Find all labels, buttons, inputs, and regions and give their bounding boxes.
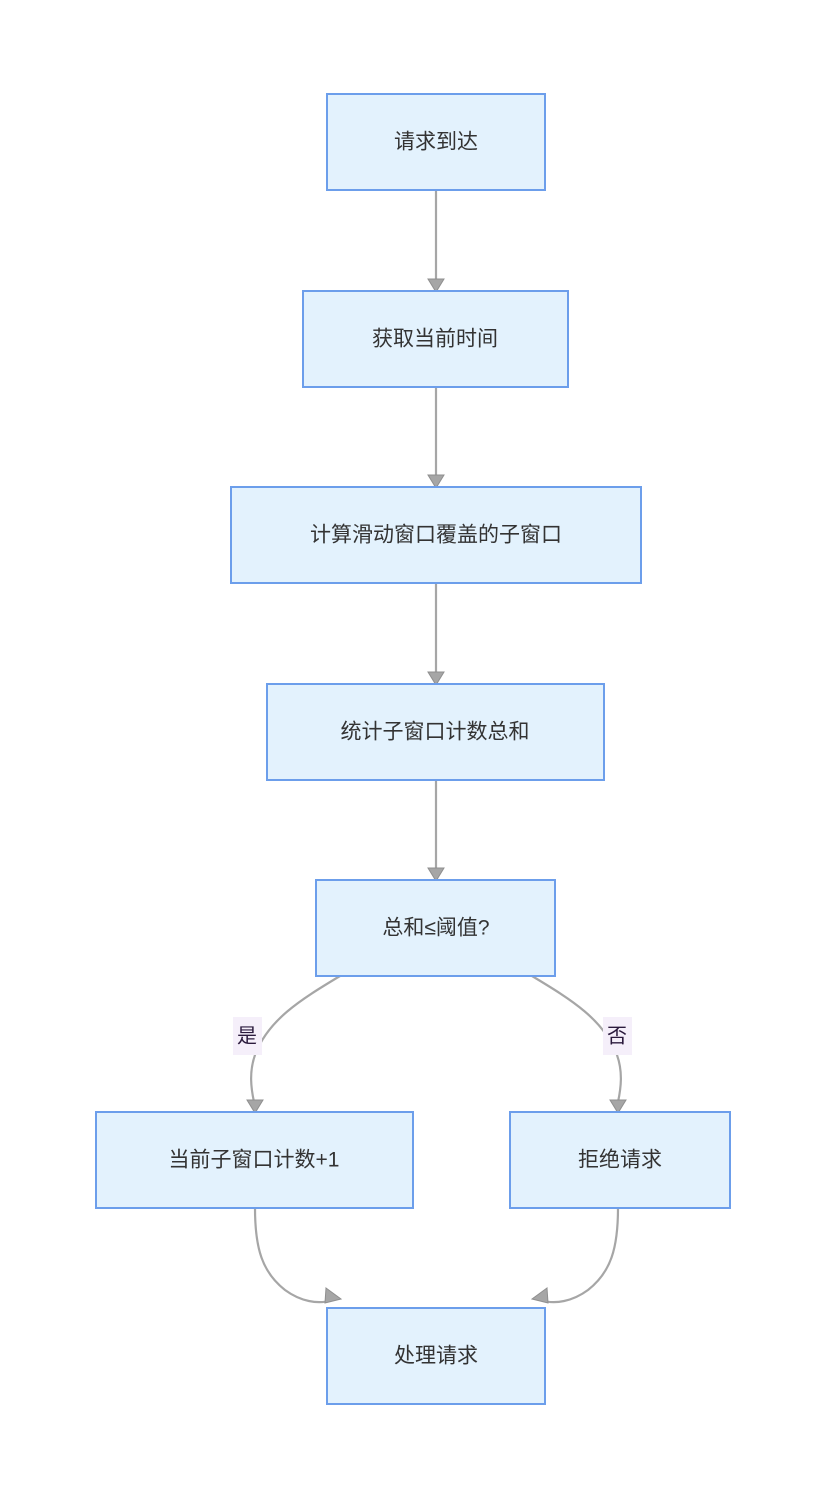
- node-label: 拒绝请求: [578, 1149, 662, 1172]
- edge-label-background: [603, 1017, 632, 1055]
- node-compute-covered-subwindows[interactable]: 计算滑动窗口覆盖的子窗口: [230, 486, 642, 584]
- edge-arrowhead: [427, 474, 445, 489]
- node-box[interactable]: [95, 1111, 414, 1209]
- node-decision-sum-le-threshold[interactable]: 总和≤阈值?: [315, 879, 556, 977]
- node-handle-request[interactable]: 处理请求: [326, 1307, 546, 1405]
- edge-label-text: 否: [607, 1025, 627, 1047]
- node-label: 统计子窗口计数总和: [341, 721, 530, 744]
- edge-compute-windows-to-sum-counts: [427, 583, 445, 686]
- edge-arrowhead: [427, 278, 445, 293]
- node-box[interactable]: [266, 683, 605, 781]
- node-label: 计算滑动窗口覆盖的子窗口: [310, 524, 562, 547]
- node-box[interactable]: [230, 486, 642, 584]
- edge-label-layer: 是 否: [233, 1017, 632, 1055]
- edge-arrowhead: [246, 1099, 264, 1114]
- node-box[interactable]: [509, 1111, 731, 1209]
- node-get-current-time[interactable]: 获取当前时间: [302, 290, 569, 388]
- edge-arrowhead: [530, 1287, 549, 1304]
- edge-arrowhead: [427, 671, 445, 686]
- node-label: 当前子窗口计数+1: [169, 1149, 340, 1172]
- node-label: 获取当前时间: [372, 328, 498, 351]
- node-sum-subwindow-counts[interactable]: 统计子窗口计数总和: [266, 683, 605, 781]
- edge-label-yes: 是: [233, 1017, 262, 1055]
- node-box[interactable]: [315, 879, 556, 977]
- edge-line: [250, 975, 341, 1103]
- node-box[interactable]: [326, 93, 546, 191]
- edge-sum-counts-to-decision: [427, 780, 445, 882]
- edge-arrowhead: [427, 867, 445, 882]
- edge-reject-to-handle-request: [530, 1207, 620, 1304]
- edge-label-text: 是: [237, 1025, 257, 1047]
- node-label: 处理请求: [394, 1345, 478, 1368]
- node-label: 总和≤阈值?: [382, 917, 489, 940]
- edge-line: [253, 1207, 333, 1304]
- edge-arrowhead: [324, 1287, 343, 1304]
- node-box[interactable]: [326, 1307, 546, 1405]
- edge-label-no: 否: [603, 1017, 632, 1055]
- node-layer: 请求到达 获取当前时间 计算滑动窗口覆盖的子窗口 统计子窗口计数总和 总和≤阈值…: [95, 93, 731, 1405]
- edge-line: [540, 1207, 620, 1304]
- node-label: 请求到达: [394, 131, 478, 154]
- edge-arrowhead: [609, 1099, 627, 1114]
- node-box[interactable]: [302, 290, 569, 388]
- node-increment-current-subwindow[interactable]: 当前子窗口计数+1: [95, 1111, 414, 1209]
- node-request-arrives[interactable]: 请求到达: [326, 93, 546, 191]
- edge-increment-to-handle-request: [253, 1207, 343, 1304]
- node-reject-request[interactable]: 拒绝请求: [509, 1111, 731, 1209]
- edge-get-time-to-compute-windows: [427, 387, 445, 489]
- edge-label-background: [233, 1017, 262, 1055]
- edge-request-arrives-to-get-time: [427, 190, 445, 293]
